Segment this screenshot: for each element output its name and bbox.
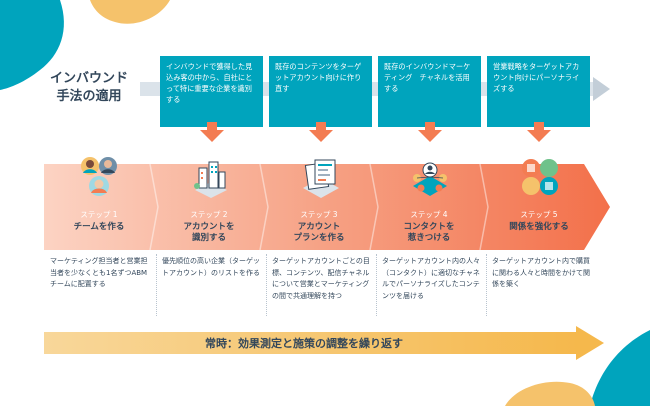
documents-icon — [303, 159, 339, 198]
step-number: ステップ 1 — [80, 210, 118, 219]
step-4-description: ターゲットアカウント内の人々（コンタクト）に適切なチャネルでパーソナライズしたコ… — [382, 257, 480, 300]
continuous-arrow — [44, 326, 604, 360]
teal-blob-bottom-right — [590, 330, 650, 406]
team-avatars-icon — [81, 157, 117, 196]
step-2: ステップ 2 アカウントを 識別する — [154, 161, 264, 250]
step-number: ステップ 2 — [190, 210, 228, 219]
step-name: 関係を強化する — [509, 222, 569, 232]
step-name: アカウント プランを作る — [293, 222, 345, 243]
continuous-label: 常時：効果測定と施策の調整を繰り返す — [205, 337, 403, 350]
step-number: ステップ 5 — [520, 210, 558, 219]
down-arrow-3 — [418, 122, 442, 142]
step-5: ステップ 5 関係を強化する — [484, 159, 594, 250]
divider — [486, 254, 487, 316]
step-4: ステップ 4 コンタクトを 惹きつける — [374, 162, 484, 250]
step-5-description: ターゲットアカウント内で購買に関わる人々と時間をかけて関係を築く — [492, 257, 590, 288]
step-name: アカウントを 識別する — [183, 222, 235, 243]
step-name: コンタクトを 惹きつける — [403, 222, 455, 243]
step-number: ステップ 3 — [300, 210, 338, 219]
yellow-blob-bottom — [505, 381, 595, 406]
step-1-description: マーケティング担当者と営業担当者を少なくとも1名ずつABMチームに配置する — [50, 257, 148, 288]
down-arrow-1 — [200, 122, 224, 142]
yellow-blob-top — [90, 0, 170, 24]
relationship-icon — [522, 159, 558, 195]
inbound-box-3: 既存のインバウンドマーケティング チャネルを活用する — [378, 56, 481, 127]
inbound-box-4: 営業戦略をターゲットアカウント向けにパーソナライズする — [487, 56, 590, 127]
page-title: インバウンド 手法の適用 — [49, 71, 128, 104]
step-name: チームを作る — [73, 222, 125, 232]
steps-chevron-band — [44, 164, 610, 250]
divider — [376, 254, 377, 316]
inbound-box-1: インバウンドで獲得した見込み客の中から、自社にとって特に重要な企業を識別する — [160, 56, 263, 127]
down-arrow-4 — [527, 122, 551, 142]
network-contacts-icon — [413, 162, 447, 196]
divider — [266, 254, 267, 316]
step-number: ステップ 4 — [410, 210, 448, 219]
step-3-description: ターゲットアカウントごとの目標、コンテンツ、配信チャネルについて営業とマーケティ… — [272, 257, 370, 300]
divider — [156, 254, 157, 316]
inbound-box-2: 既存のコンテンツをターゲットアカウント向けに作り直す — [269, 56, 372, 127]
down-arrow-2 — [309, 122, 333, 142]
step-1: ステップ 1 チームを作る — [44, 157, 154, 250]
step-2-description: 優先順位の高い企業（ターゲットアカウント）のリストを作る — [162, 257, 260, 277]
step-3: ステップ 3 アカウント プランを作る — [264, 159, 374, 250]
teal-blob-top-left — [0, 0, 64, 90]
city-buildings-icon — [194, 161, 227, 198]
